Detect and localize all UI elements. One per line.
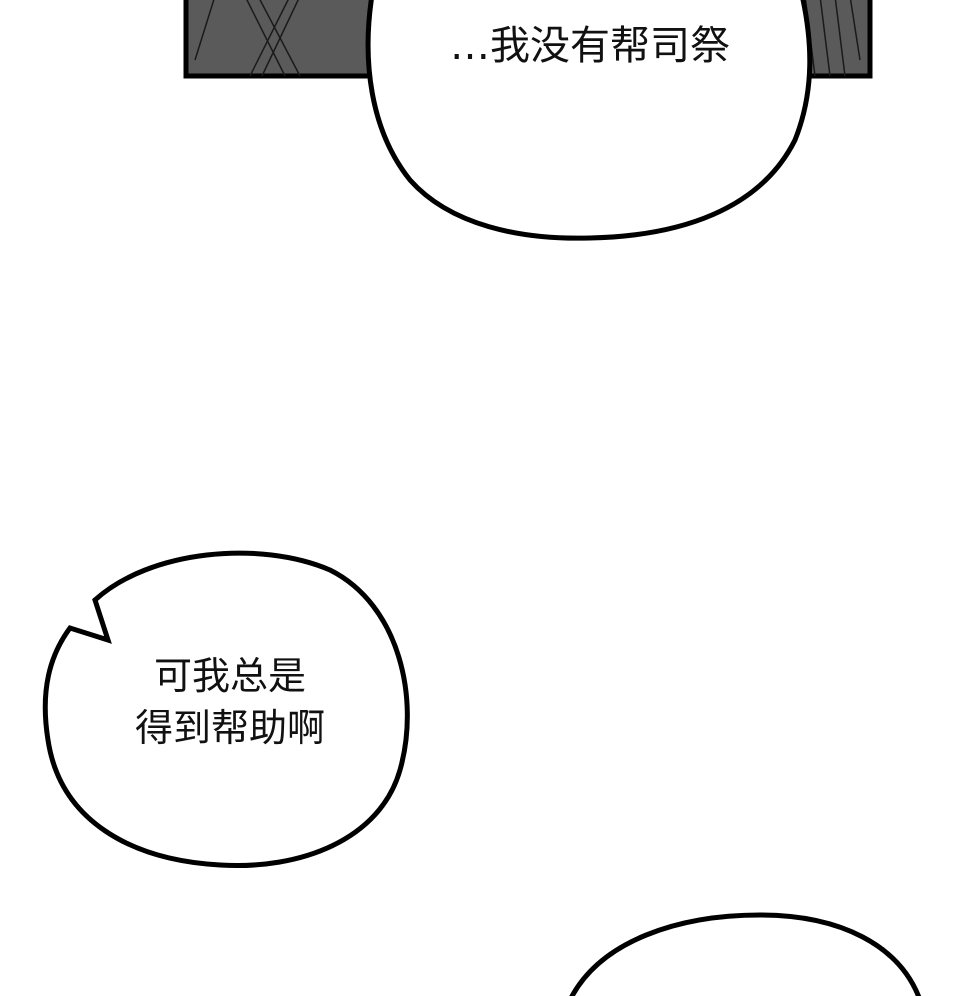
bubble-text-top: …我没有帮司祭 xyxy=(450,23,730,69)
speech-bubble-top xyxy=(365,0,813,241)
speech-bubble-bottom xyxy=(569,912,922,996)
bubble-line-2: 得到帮助啊 xyxy=(134,706,325,750)
bubble-line-1: 可我总是 xyxy=(153,654,306,698)
speech-bubble-middle xyxy=(42,550,410,869)
bubble-text-middle: 可我总是 得到帮助啊 xyxy=(60,650,400,754)
